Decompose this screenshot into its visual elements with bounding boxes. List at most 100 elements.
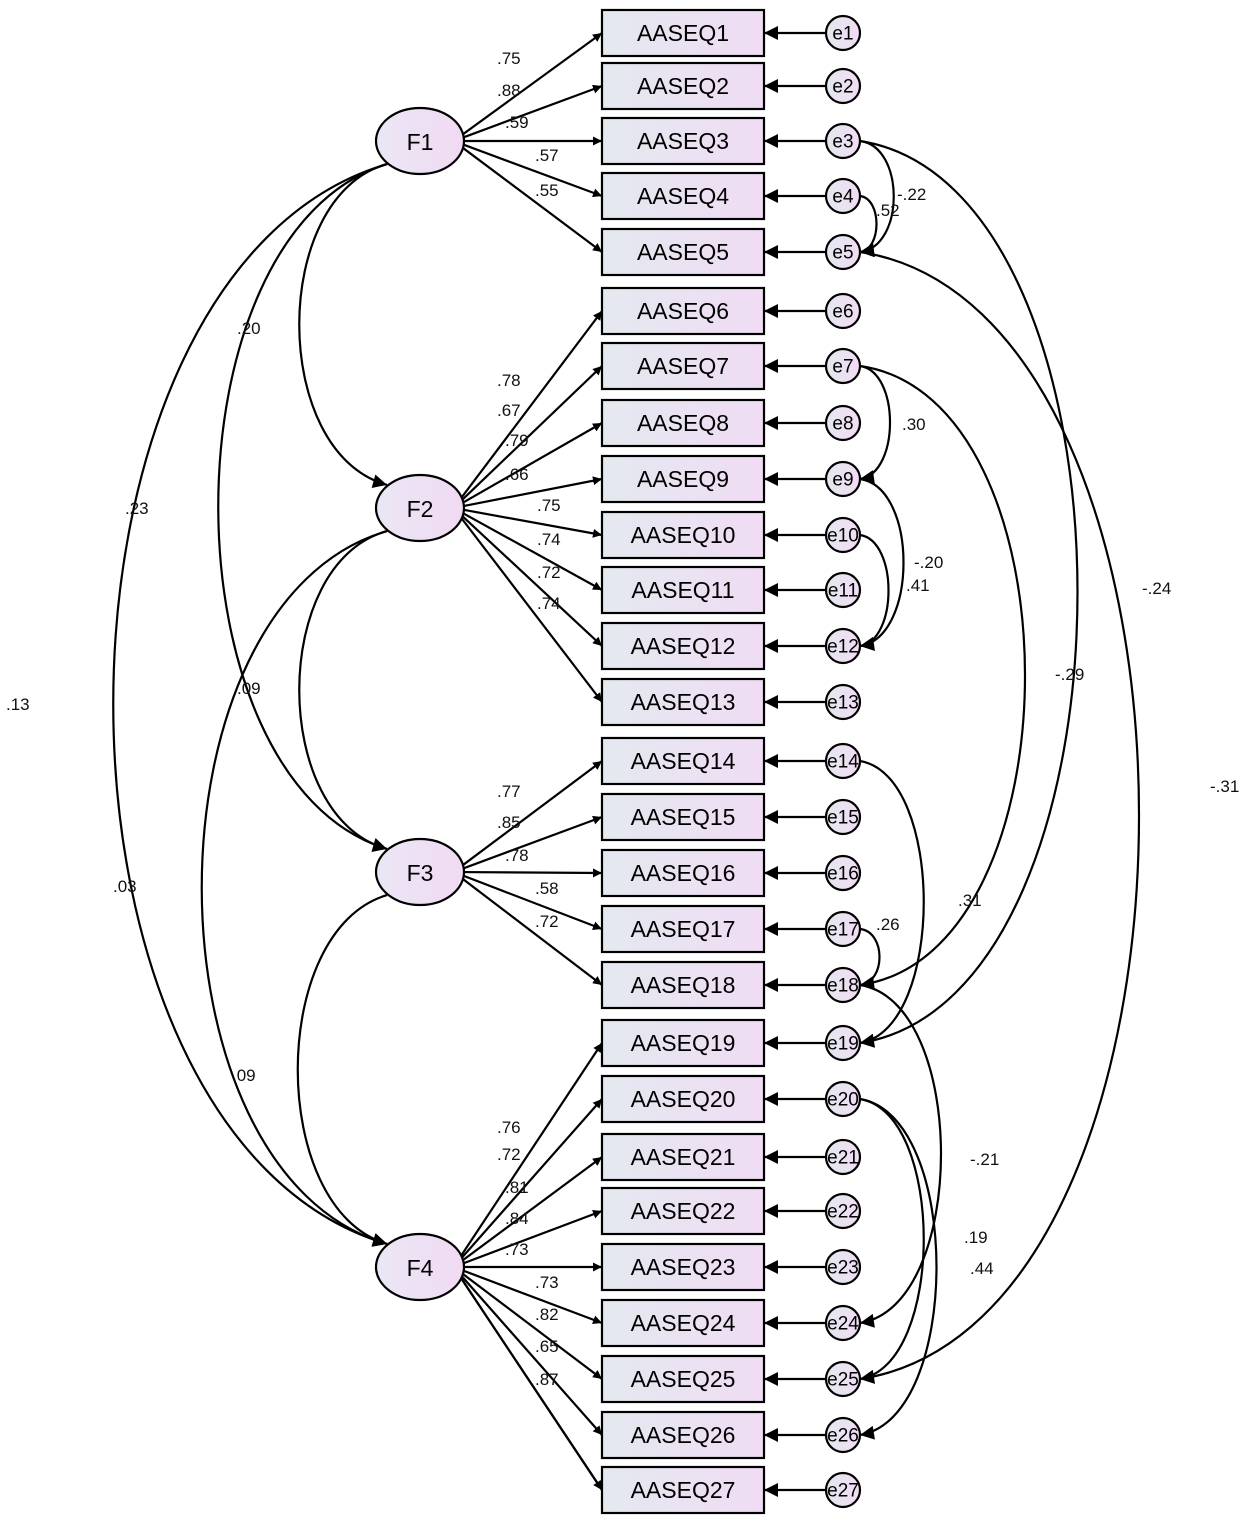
error-label: e17 [827, 920, 859, 941]
indicator-label: AASEQ17 [631, 916, 736, 942]
indicator-box: AASEQ1 [600, 8, 766, 58]
factor-correlation-label: .13 [6, 695, 30, 714]
indicator-label: AASEQ6 [637, 298, 729, 324]
indicator-box: AASEQ4 [600, 171, 766, 221]
indicator-label: AASEQ13 [631, 689, 736, 715]
loading-path [458, 1275, 603, 1491]
loading-label: .58 [535, 879, 559, 898]
error-circle [824, 798, 862, 836]
error-covariance [845, 975, 942, 1328]
loading-path [458, 1156, 603, 1264]
indicator-rect [600, 227, 766, 277]
error-covariance [845, 357, 1027, 990]
error-circle [824, 910, 862, 948]
error-covariance-label: -.31 [1210, 777, 1239, 796]
indicator-rect [600, 792, 766, 842]
error-circle [824, 627, 862, 665]
loading-path [458, 760, 603, 869]
error-covariance-label: .26 [876, 915, 900, 934]
indicator-box: AASEQ26 [600, 1410, 766, 1460]
indicator-label: AASEQ12 [631, 633, 736, 659]
loading-path [458, 1270, 603, 1380]
error-term: e13 [824, 683, 862, 721]
error-circle [824, 347, 862, 385]
error-term: e20 [824, 1080, 862, 1118]
indicator-box: AASEQ20 [600, 1074, 766, 1124]
error-circle [824, 1304, 862, 1342]
loading-path [459, 510, 603, 591]
error-label: e15 [827, 808, 859, 829]
loading-path [459, 142, 603, 198]
error-covariance-label: .19 [964, 1228, 988, 1247]
indicator-label: AASEQ20 [631, 1086, 736, 1112]
indicator-label: AASEQ4 [637, 183, 729, 209]
error-label: e7 [832, 357, 853, 378]
indicator-box: AASEQ17 [600, 904, 766, 954]
error-covariance-label: .52 [876, 201, 900, 220]
indicator-label: AASEQ7 [637, 353, 729, 379]
error-covariance [845, 187, 878, 258]
error-term: e24 [824, 1304, 862, 1342]
error-label: e19 [827, 1034, 859, 1055]
factor-correlation-label: .03 [113, 877, 137, 896]
loading-label: .77 [497, 782, 521, 801]
error-covariance [845, 131, 1079, 1048]
loading-label: .66 [505, 465, 529, 484]
indicator-label: AASEQ16 [631, 860, 736, 886]
error-circle [824, 122, 862, 160]
error-term: e22 [824, 1192, 862, 1230]
factor-ellipse [374, 837, 466, 907]
loading-label: .88 [497, 81, 521, 100]
error-label: e10 [827, 526, 859, 547]
loading-label: .76 [497, 1118, 521, 1137]
indicator-box: AASEQ9 [600, 454, 766, 504]
error-term: e11 [824, 571, 862, 609]
labels-layer: .75.88.59.57.55.78.67.79.66.75.74.72.74.… [6, 49, 1239, 1389]
loading-path [458, 515, 603, 703]
indicator-label: AASEQ8 [637, 410, 729, 436]
loading-path [459, 507, 603, 538]
error-circle [824, 177, 862, 215]
error-term: e9 [824, 460, 862, 498]
loading-path [459, 1268, 603, 1325]
latent-factor: F1 [374, 106, 466, 176]
error-circle [824, 516, 862, 554]
indicator-box: AASEQ19 [600, 1018, 766, 1068]
error-circle [824, 1080, 862, 1118]
loading-label: .67 [497, 401, 521, 420]
indicator-box: AASEQ25 [600, 1354, 766, 1404]
error-circle [824, 683, 862, 721]
indicator-box: AASEQ18 [600, 960, 766, 1010]
indicator-box: AASEQ2 [600, 61, 766, 111]
loading-label: .72 [537, 563, 561, 582]
error-covariance-label: -.22 [897, 185, 926, 204]
error-term: e5 [824, 233, 862, 271]
error-term: e1 [824, 14, 862, 52]
loading-label: .85 [497, 813, 521, 832]
factor-correlation [298, 153, 403, 488]
factor-correlation-label: .23 [125, 499, 149, 518]
error-covariance [845, 470, 905, 651]
indicator-rect [600, 677, 766, 727]
indicator-rect [600, 904, 766, 954]
error-circle [824, 966, 862, 1004]
indicator-box: AASEQ14 [600, 736, 766, 786]
indicator-label: AASEQ22 [631, 1198, 736, 1224]
factor-correlation-label: .09 [232, 1066, 256, 1085]
error-label: e16 [827, 864, 859, 885]
error-circle [824, 571, 862, 609]
nodes-layer: AASEQ1AASEQ2AASEQ3AASEQ4AASEQ5AASEQ6AASE… [374, 8, 862, 1515]
loading-label: .57 [535, 146, 559, 165]
loading-label: .74 [537, 594, 561, 613]
indicator-label: AASEQ14 [631, 748, 736, 774]
error-covariance [845, 526, 890, 651]
error-label: e21 [827, 1148, 859, 1169]
indicator-label: AASEQ3 [637, 128, 729, 154]
indicator-label: AASEQ23 [631, 1254, 736, 1280]
indicator-rect [600, 1242, 766, 1292]
loading-path [458, 32, 603, 138]
error-term: e17 [824, 910, 862, 948]
error-label: e3 [832, 132, 853, 153]
indicator-rect [600, 1298, 766, 1348]
indicator-label: AASEQ15 [631, 804, 736, 830]
